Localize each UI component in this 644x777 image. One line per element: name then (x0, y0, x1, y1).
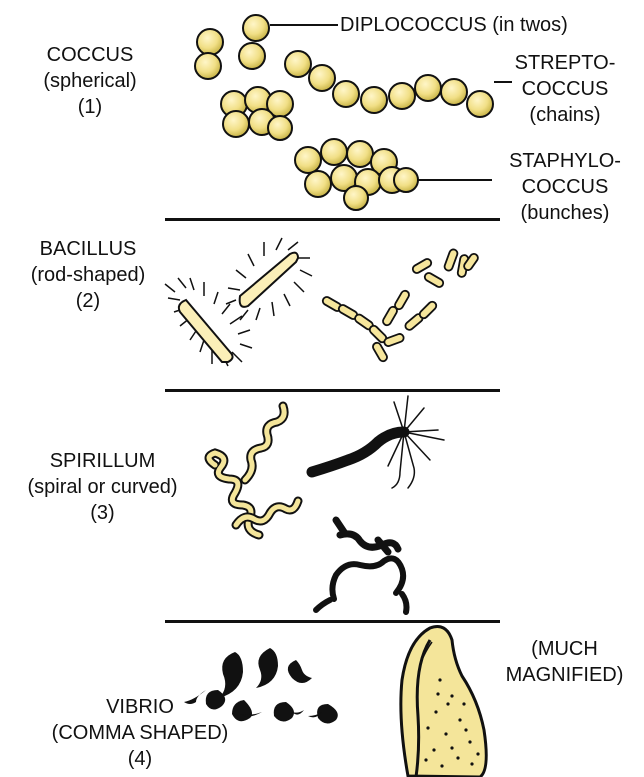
coccus-cluster (221, 87, 293, 140)
vibrio-label: VIBRIO (COMMA SHAPED) (4) (0, 694, 280, 772)
diplococcus-text: DIPLOCOCCUS (in twos) (340, 12, 630, 38)
vibrio-name: VIBRIO (0, 694, 280, 720)
staphylococcus-bunch (295, 139, 418, 210)
divider-spirillum-vibrio (165, 620, 500, 623)
bacillus-flagellated-rods (165, 238, 312, 366)
staphylococcus-line2: COCCUS (495, 174, 635, 200)
coccus-cell (195, 53, 221, 79)
vibrio-description: (COMMA SHAPED) (0, 720, 280, 746)
diplococcus-callout: DIPLOCOCCUS (in twos) (340, 12, 630, 38)
magnified-vibrio-cell (401, 627, 486, 777)
magnified-line2: MAGNIFIED) (492, 662, 637, 688)
streptococcus-line2: COCCUS (500, 76, 630, 102)
coccus-number: (1) (30, 94, 150, 120)
spirillum-description: (spiral or curved) (0, 474, 205, 500)
coccus-cell (243, 15, 269, 41)
divider-bacillus-spirillum (165, 389, 500, 392)
diplococcus-cells (195, 15, 269, 79)
staphylococcus-callout: STAPHYLO- COCCUS (bunches) (495, 148, 635, 226)
bacillus-number: (2) (18, 288, 158, 314)
bacillus-chains (321, 248, 479, 362)
bacillus-name: BACILLUS (18, 236, 158, 262)
coccus-cell (197, 29, 223, 55)
spirillum-name: SPIRILLUM (0, 448, 205, 474)
streptococcus-line3: (chains) (500, 102, 630, 128)
magnified-line1: (MUCH (492, 636, 637, 662)
streptococcus-chain (285, 51, 493, 117)
staphylococcus-line3: (bunches) (495, 200, 635, 226)
streptococcus-callout: STREPTO- COCCUS (chains) (500, 50, 630, 128)
coccus-description: (spherical) (30, 68, 150, 94)
divider-coccus-bacillus (165, 218, 500, 221)
coccus-name: COCCUS (30, 42, 150, 68)
vibrio-number: (4) (0, 746, 280, 772)
spirillum-label: SPIRILLUM (spiral or curved) (3) (0, 448, 205, 526)
bacillus-description: (rod-shaped) (18, 262, 158, 288)
magnified-callout: (MUCH MAGNIFIED) (492, 636, 637, 688)
spirillum-cells (209, 396, 444, 612)
bacillus-label: BACILLUS (rod-shaped) (2) (18, 236, 158, 314)
spirillum-number: (3) (0, 500, 205, 526)
staphylococcus-line1: STAPHYLO- (495, 148, 635, 174)
coccus-cell (239, 43, 265, 69)
coccus-label: COCCUS (spherical) (1) (30, 42, 150, 120)
streptococcus-line1: STREPTO- (500, 50, 630, 76)
